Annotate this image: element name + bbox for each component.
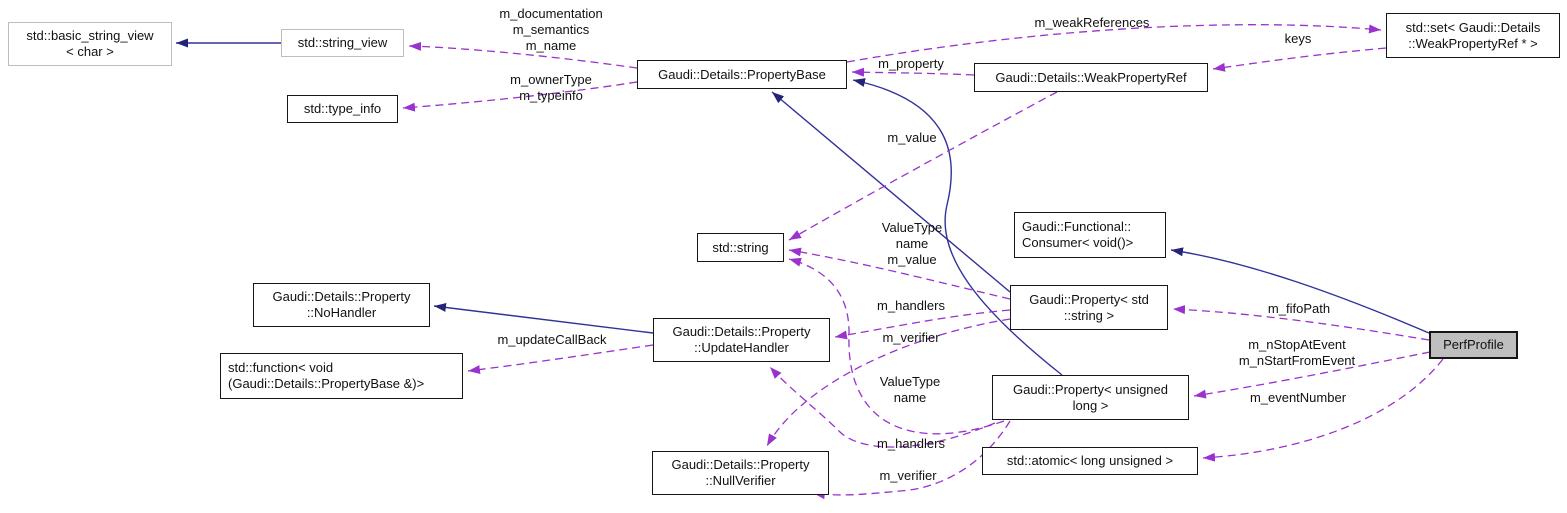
edge-inherit-updatehandler-to-nohandler — [433, 303, 654, 334]
node-functional-consumer[interactable]: Gaudi::Functional:: Consumer< void()> — [1014, 212, 1166, 258]
node-std-atomic[interactable]: std::atomic< long unsigned > — [982, 447, 1198, 475]
node-label: ::NoHandler — [306, 305, 377, 320]
node-weak-property-ref[interactable]: Gaudi::Details::WeakPropertyRef — [974, 63, 1208, 92]
edge-label-keys: keys — [1284, 31, 1312, 46]
node-label: Gaudi::Details::WeakPropertyRef — [995, 69, 1187, 85]
node-std-type-info[interactable]: std::type_info — [287, 95, 398, 123]
node-label: long > — [1072, 397, 1109, 413]
node-label: std::atomic< long unsigned > — [1006, 453, 1174, 468]
node-std-set-weakpropertyref[interactable]: std::set< Gaudi::Details ::WeakPropertyR… — [1386, 13, 1560, 58]
edge-inherit-perfprofile-to-consumer — [1170, 247, 1430, 334]
node-property-updatehandler[interactable]: Gaudi::Details::Property ::UpdateHandler — [653, 318, 830, 362]
edge-label-value: m_value — [887, 130, 937, 145]
edge-label-property: m_property — [878, 56, 944, 71]
node-label: ::UpdateHandler — [694, 340, 789, 355]
edge-m-updatecallback — [467, 344, 654, 375]
node-label: std::function< void — [228, 360, 334, 375]
edge-label-weak-references: m_weakReferences — [1034, 15, 1150, 30]
node-label: Consumer< void()> — [1022, 235, 1134, 250]
edge-label-update-callback: m_updateCallBack — [497, 332, 607, 347]
node-label: Gaudi::Details::Property — [272, 289, 411, 304]
edge-m-eventnumber — [1202, 358, 1444, 462]
edge-label-verifier-lower: m_verifier — [879, 468, 937, 483]
edge-label-handlers-lower: m_handlers — [877, 436, 945, 451]
edge-label-stop-start: m_nStopAtEvent m_nStartFromEvent — [1238, 337, 1356, 368]
node-property-nullverifier[interactable]: Gaudi::Details::Property ::NullVerifier — [652, 451, 829, 495]
edge-label-verifier-upper: m_verifier — [882, 330, 940, 345]
edge-m-property — [851, 67, 975, 77]
edge-m-fifopath — [1172, 305, 1430, 341]
edge-propertyulong-m-verifier — [812, 420, 1011, 500]
edge-inherit-propertyulong-to-propertybase — [852, 78, 1063, 376]
edge-inherit-propertystring-to-propertybase — [771, 91, 1011, 293]
edge-label-fifo-path: m_fifoPath — [1267, 301, 1331, 316]
node-label: < char > — [66, 44, 114, 59]
node-std-string-view[interactable]: std::string_view — [281, 29, 404, 57]
edge-label-owner: m_ownerType m_typeinfo — [510, 72, 592, 103]
node-label: ::NullVerifier — [705, 473, 776, 488]
node-label: std::string — [712, 239, 769, 255]
edge-propertyulong-m-handlers — [769, 366, 996, 448]
node-label: Gaudi::Details::Property — [671, 457, 810, 472]
node-label: std::string_view — [297, 35, 388, 50]
edge-propertystring-valuetype-name-value — [788, 247, 1011, 300]
node-property-unsigned-long[interactable]: Gaudi::Property< unsigned long > — [992, 375, 1189, 420]
node-label: ::string > — [1063, 307, 1115, 323]
node-property-nohandler[interactable]: Gaudi::Details::Property ::NoHandler — [253, 283, 430, 327]
node-label: std::set< Gaudi::Details — [1405, 19, 1541, 35]
edge-label-event-number: m_eventNumber — [1249, 390, 1347, 405]
node-label: Gaudi::Property< std — [1029, 291, 1149, 307]
edge-m-nstopатevent-nstartfromevent — [1193, 351, 1431, 399]
node-label: PerfProfile — [1443, 337, 1504, 352]
node-label: Gaudi::Functional:: — [1022, 219, 1132, 234]
edge-m-weakreferences — [846, 24, 1382, 63]
node-label: Gaudi::Details::PropertyBase — [658, 66, 826, 82]
node-std-function[interactable]: std::function< void (Gaudi::Details::Pro… — [220, 353, 463, 399]
edge-label-docs: m_documentation m_semantics m_name — [499, 6, 603, 53]
node-label: Gaudi::Property< unsigned — [1012, 381, 1169, 397]
node-label: std::basic_string_view — [26, 28, 154, 43]
edge-label-handlers-upper: m_handlers — [877, 298, 945, 313]
node-std-basic-string-view[interactable]: std::basic_string_view < char > — [8, 22, 172, 66]
edge-m-name-documentation-semantics — [408, 41, 638, 69]
node-std-string[interactable]: std::string — [697, 233, 784, 262]
node-label: ::WeakPropertyRef * > — [1408, 35, 1538, 51]
edge-m-ownertype-typeinfo — [402, 81, 638, 112]
node-property-base[interactable]: Gaudi::Details::PropertyBase — [637, 60, 847, 89]
edge-label-valuetype-name-value: ValueType name m_value — [881, 220, 943, 267]
node-perfprofile[interactable]: PerfProfile — [1429, 331, 1518, 359]
edge-label-valuetype-name: ValueType name — [879, 374, 941, 405]
edge-propertystring-m-verifier — [766, 318, 1011, 447]
node-label: std::type_info — [303, 101, 382, 116]
node-label: (Gaudi::Details::PropertyBase &)> — [228, 376, 425, 391]
node-property-std-string[interactable]: Gaudi::Property< std ::string > — [1010, 285, 1168, 330]
edge-keys — [1212, 47, 1387, 72]
node-label: Gaudi::Details::Property — [672, 324, 811, 339]
